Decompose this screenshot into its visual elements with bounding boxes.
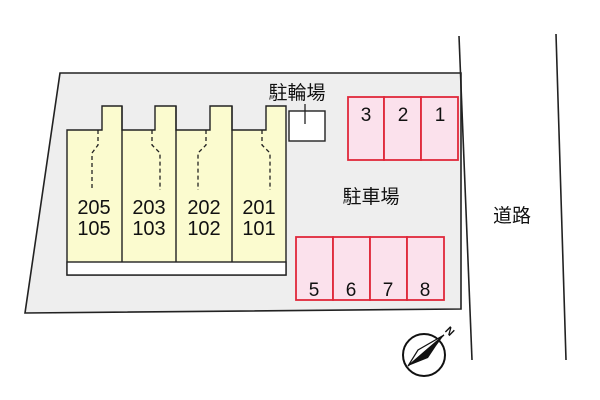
parking-space (383, 96, 422, 161)
unit-lower-label: 101 (242, 218, 275, 240)
bicycle-parking-box (288, 110, 326, 142)
unit-upper-label: 202 (187, 197, 220, 219)
parking-space-number: 6 (346, 280, 357, 301)
parking-space (420, 96, 459, 161)
parking-row-top: 3 2 1 (347, 96, 459, 161)
balcony-strip (66, 261, 287, 276)
parking-space (369, 236, 408, 301)
parking-space-number: 5 (309, 280, 320, 301)
bicycle-parking: 駐輪場 (268, 82, 326, 142)
parking-space (332, 236, 371, 301)
parking-space-number: 2 (398, 105, 409, 126)
unit-lower-label: 102 (187, 218, 220, 240)
parking-space-number: 1 (435, 105, 446, 126)
parking-space-number: 3 (361, 105, 372, 126)
bicycle-parking-label: 駐輪場 (268, 82, 325, 104)
road-edge-right (555, 33, 567, 361)
parking-row-bottom: 5 6 7 8 (295, 236, 445, 301)
unit-lower-label: 105 (77, 218, 110, 240)
north-indicator-label: N (442, 325, 456, 339)
parking-space-number: 8 (420, 280, 431, 301)
unit-upper-label: 203 (132, 197, 165, 219)
road-label: 道路 (493, 205, 531, 227)
unit-lower-label: 103 (132, 218, 165, 240)
parking-space (347, 96, 385, 161)
parking-label: 駐車場 (342, 186, 399, 208)
unit-upper-label: 201 (242, 197, 275, 219)
unit-upper-label: 205 (77, 197, 110, 219)
north-compass-icon: N (402, 325, 456, 377)
parking-space (295, 236, 334, 301)
road-edge-left (458, 35, 473, 361)
parking-space (406, 236, 445, 301)
parking-space-number: 7 (383, 280, 394, 301)
apartment-building: 205 105 203 103 202 102 201 101 (66, 105, 287, 276)
